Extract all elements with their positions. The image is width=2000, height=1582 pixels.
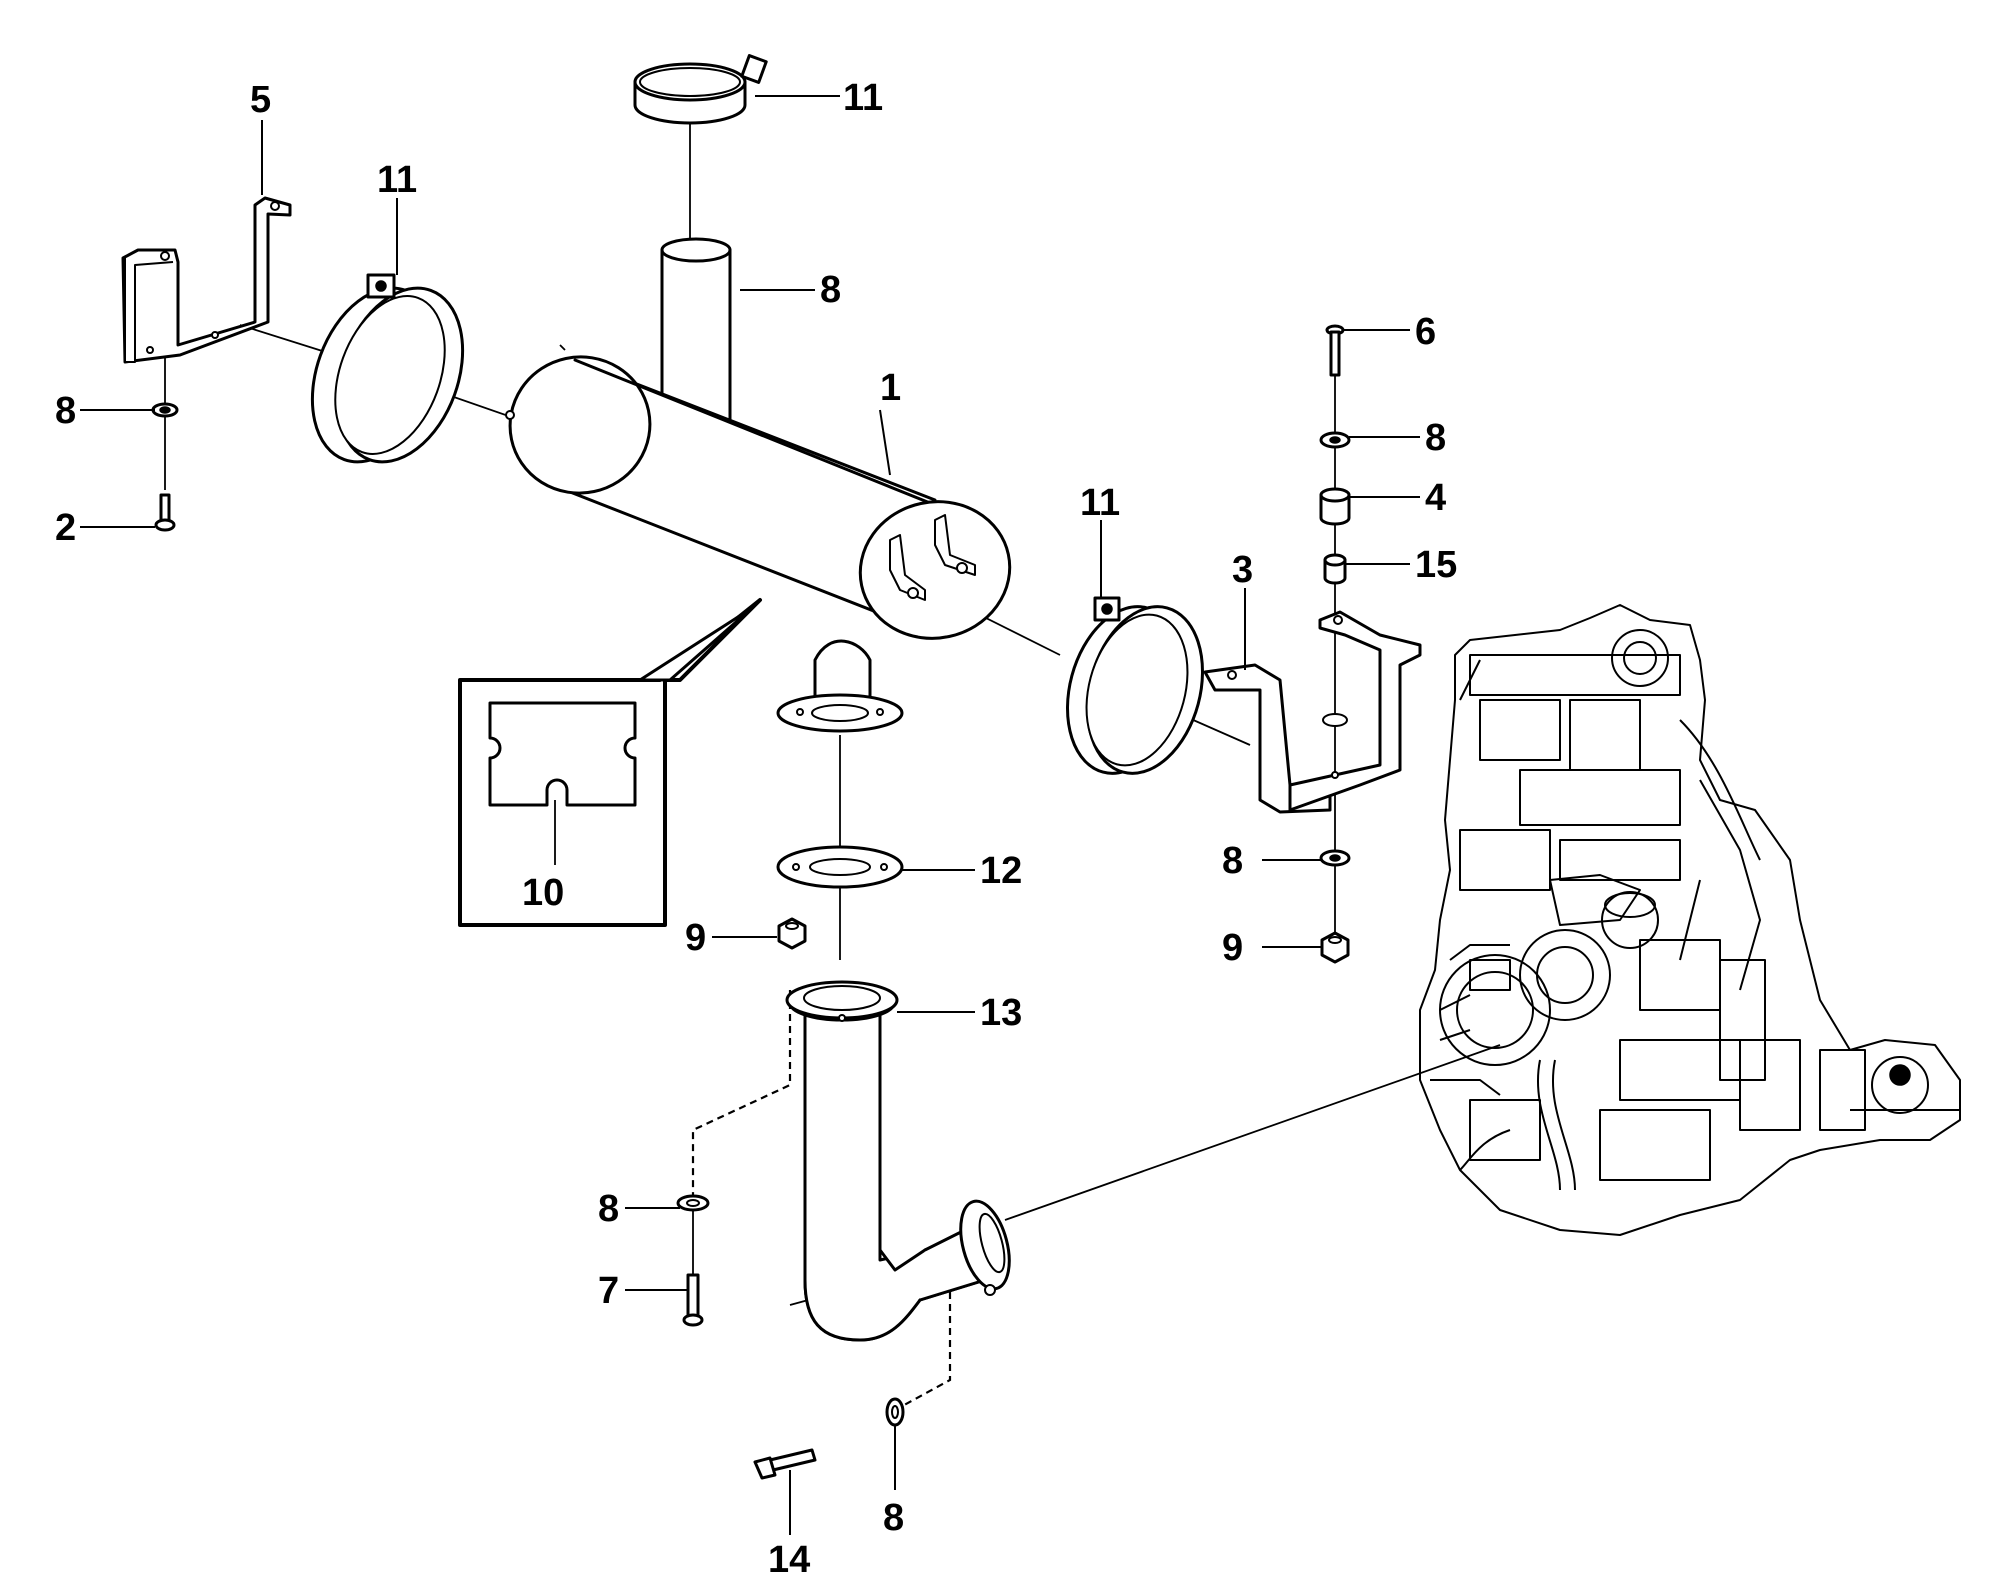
- callout-3: 3: [1232, 549, 1253, 591]
- callout-2: 2: [55, 507, 76, 549]
- callout-10: 10: [522, 872, 564, 914]
- hose-clamp-top: [633, 54, 768, 125]
- callout-8-bottom: 8: [883, 1497, 904, 1539]
- callout-11-top: 11: [843, 77, 883, 119]
- engine-block: [1419, 604, 1961, 1236]
- hardware-stack-right: [1319, 324, 1351, 964]
- bracket-right: [1203, 610, 1422, 814]
- bolt-washer-left: [151, 402, 179, 532]
- callout-8-right-top: 8: [1425, 417, 1446, 459]
- callout-9-left: 9: [685, 917, 706, 959]
- callout-15: 15: [1415, 544, 1457, 586]
- muffler: [505, 344, 1012, 640]
- bolt-washer-bottom: [753, 1397, 905, 1480]
- leader-lines: [80, 95, 1420, 1535]
- callout-12: 12: [980, 850, 1022, 892]
- callout-8-left: 8: [55, 390, 76, 432]
- detail-inset: [458, 598, 762, 927]
- hose-clamp-left: [310, 273, 465, 464]
- callout-4: 4: [1425, 477, 1446, 519]
- callout-13: 13: [980, 992, 1022, 1034]
- callout-5: 5: [250, 79, 271, 121]
- callout-8-right-mid: 8: [1222, 840, 1243, 882]
- callout-14: 14: [768, 1539, 810, 1581]
- callout-8-pipe: 8: [820, 269, 841, 311]
- bracket-left: [121, 196, 292, 364]
- hardware-stack-lower: [676, 917, 807, 1327]
- callout-labels: 11 5 11 8 6 1 8 8 4 11 2 15 3 8 12 10 9 …: [55, 77, 1457, 1581]
- exhaust-elbow-pipe: [785, 980, 1011, 1342]
- callout-8-lower: 8: [598, 1188, 619, 1230]
- gasket: [776, 845, 904, 889]
- callout-7: 7: [598, 1270, 619, 1312]
- callout-6: 6: [1415, 311, 1436, 353]
- callout-11-right: 11: [1080, 482, 1120, 524]
- callout-1: 1: [880, 367, 901, 409]
- callout-11-left: 11: [377, 159, 417, 201]
- hose-clamp-right: [1065, 596, 1205, 775]
- callout-9-right: 9: [1222, 927, 1243, 969]
- muffler-inlet-flange: [776, 639, 904, 733]
